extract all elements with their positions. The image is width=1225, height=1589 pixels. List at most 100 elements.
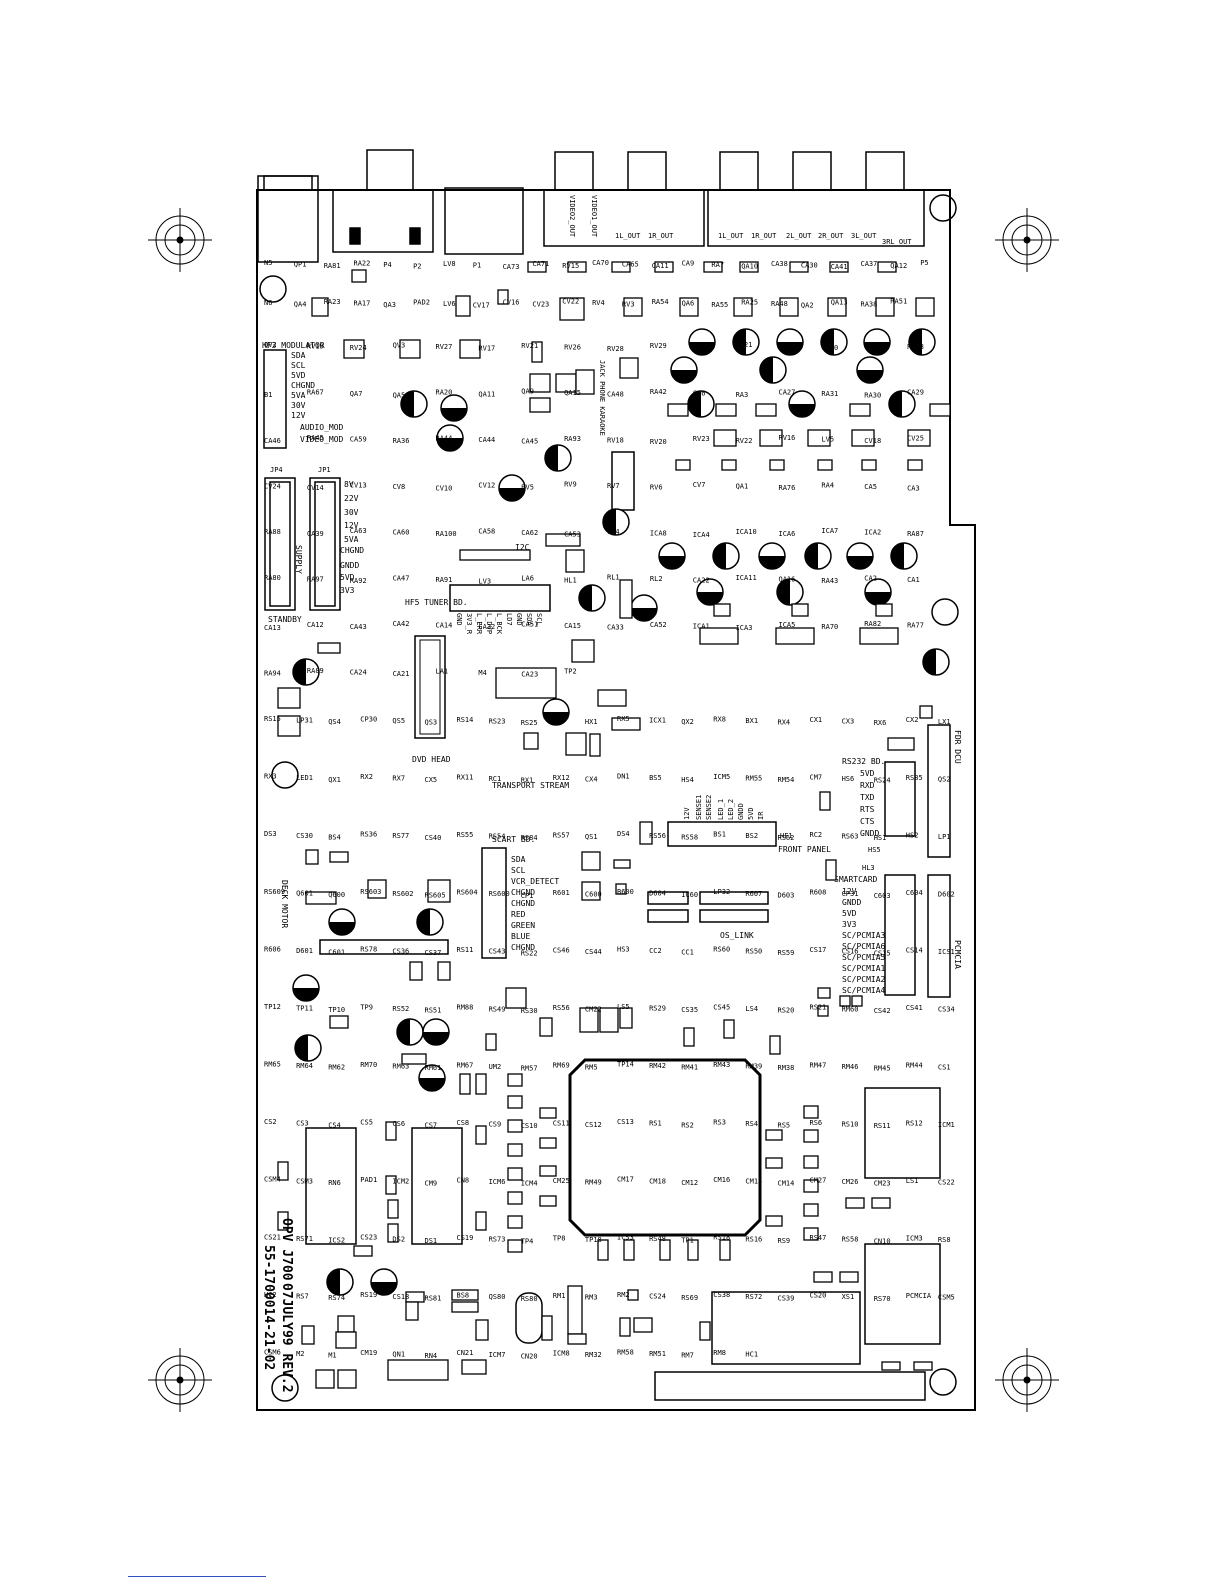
component-designator: RS2 — [681, 1121, 694, 1129]
component-designator: CA23 — [521, 671, 538, 679]
component-designator: DS4 — [617, 830, 630, 838]
component-designator: RL2 — [650, 575, 663, 583]
component-designator: RS85 — [906, 774, 923, 782]
jp1-label: JP1 — [318, 466, 331, 474]
component-designator: DN1 — [617, 773, 630, 781]
smd-pad — [827, 297, 847, 317]
rs232-pin: RTS — [860, 805, 875, 814]
component-designator: ICA1 — [693, 622, 710, 630]
component-designator: RS73 — [489, 1236, 506, 1244]
electrolytic-capacitor — [544, 444, 572, 472]
component-designator: P1 — [473, 261, 481, 269]
component-designator: CV14 — [307, 484, 324, 492]
component-designator: QS3 — [425, 719, 438, 727]
component-designator: CM16 — [713, 1176, 730, 1184]
smd-pad — [335, 1331, 357, 1349]
tuner-i2c: I2C — [515, 543, 530, 552]
tuner-pin: GND — [515, 613, 523, 626]
smd-pad — [387, 1199, 399, 1219]
smd-pad — [623, 297, 643, 317]
electrolytic-capacitor — [416, 908, 444, 936]
tuner-connector — [449, 584, 551, 612]
deck-motor-connector — [319, 939, 449, 955]
component-designator: QS1 — [585, 833, 598, 841]
board-stamp-part: 55-1700014-21-02 — [261, 1245, 276, 1370]
electrolytic-capacitor — [292, 974, 320, 1002]
component-designator: CM14 — [778, 1179, 795, 1187]
component-designator: RM55 — [745, 775, 762, 783]
component-designator: HX1 — [585, 718, 598, 726]
modulator-connector — [263, 349, 287, 449]
component-designator: LV5 — [821, 436, 834, 444]
component-designator: QX1 — [328, 776, 341, 784]
small-parts — [277, 261, 951, 1389]
component-designator: RA23 — [324, 298, 341, 306]
tuner-pin: SCL — [535, 613, 543, 626]
component-designator: RV20 — [650, 438, 667, 446]
component-designator: R608 — [810, 889, 827, 897]
component-designator: CA73 — [503, 263, 520, 271]
component-designator: RA76 — [779, 484, 796, 492]
component-designator: CA27 — [779, 388, 796, 396]
component-designator: CM7 — [810, 773, 823, 781]
front-panel-pins: 12V SENSE1 SENSE2 LED_1 LED_2 GNDD 5VD I… — [683, 795, 765, 820]
component-designator: RS58 — [842, 1236, 859, 1244]
scart-pin: GREEN — [511, 921, 535, 930]
component-designator: RA43 — [821, 577, 838, 585]
dvd-head-connector-inner — [419, 639, 441, 735]
component-designator: P4 — [383, 261, 391, 269]
component-designator: RS24 — [874, 777, 891, 785]
component-designator: BS1 — [713, 831, 726, 839]
os-link-label: OS_LINK — [720, 931, 754, 940]
component-designator: RA92 — [350, 577, 367, 585]
component-designator: CS23 — [360, 1234, 377, 1242]
smd-pad — [329, 1015, 349, 1029]
component-designator: CS37 — [425, 949, 442, 957]
smd-pad — [759, 429, 783, 447]
smd-pad — [475, 1073, 487, 1095]
component-designator: TP14 — [617, 1061, 634, 1069]
component-designator: CA30 — [801, 261, 818, 269]
component-designator: ICS1 — [938, 948, 955, 956]
icm6-chip — [305, 1127, 357, 1245]
component-designator: CS6 — [392, 1120, 405, 1128]
component-designator: RS49 — [489, 1005, 506, 1013]
component-designator: CA42 — [393, 620, 410, 628]
component-designator: CV12 — [478, 482, 495, 490]
component-designator: CS19 — [457, 1234, 474, 1242]
component-designator: CS40 — [425, 834, 442, 842]
component-designator: RV28 — [607, 345, 624, 353]
electrolytic-capacitor — [602, 508, 630, 536]
component-designator: HL1 — [564, 576, 577, 584]
smd-pad — [539, 1137, 557, 1149]
electrolytic-capacitor — [863, 328, 891, 356]
component-designator: D604 — [649, 889, 666, 897]
tuner-pin: L_DVP — [485, 613, 493, 634]
component-designator: CA70 — [592, 259, 609, 267]
component-designator: CX3 — [842, 717, 855, 725]
smd-pad — [627, 1289, 639, 1301]
component-designator: RV3 — [622, 301, 635, 309]
smd-pad — [455, 295, 471, 317]
modulator-title: HF3 MODULATOR — [262, 341, 325, 350]
component-designator: RS58 — [681, 833, 698, 841]
component-designator: RS8 — [938, 1236, 951, 1244]
karaoke-jack — [611, 451, 635, 511]
component-designator: CV22 — [562, 298, 579, 306]
component-designator: HC1 — [745, 1350, 758, 1358]
component-designator: RV21 — [521, 342, 538, 350]
component-designator: RA20 — [436, 389, 453, 397]
component-designator: RS602 — [392, 890, 413, 898]
component-designator: LP32 — [713, 888, 730, 896]
smd-pad — [277, 715, 301, 737]
electrolytic-capacitor — [294, 1034, 322, 1062]
smd-pad — [861, 459, 877, 471]
component-designator: CM15 — [745, 1178, 762, 1186]
smd-pad — [775, 627, 815, 645]
component-designator: CA21 — [393, 670, 410, 678]
component-designator: CV15 — [693, 344, 710, 352]
component-designator: RA7 — [711, 261, 724, 269]
component-designator: DS1 — [425, 1237, 438, 1245]
